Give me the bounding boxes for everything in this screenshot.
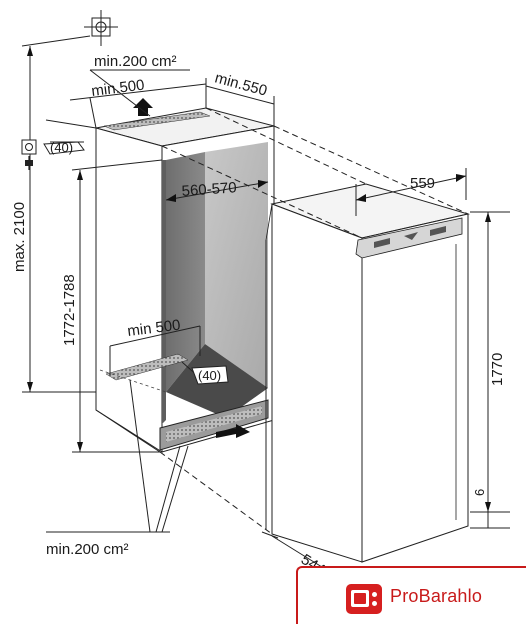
airflow-arrows bbox=[133, 98, 250, 438]
left-40-label: (40) bbox=[50, 140, 73, 155]
height-1770-label: 1770 bbox=[489, 353, 506, 386]
max-height-label: max. 2100 bbox=[11, 202, 28, 272]
crosshair-icon bbox=[84, 10, 118, 46]
watermark-text: ProBarahlo bbox=[390, 586, 483, 606]
bottom-40-label: (40) bbox=[198, 368, 221, 383]
watermark: ProBarahlo bbox=[296, 566, 526, 624]
top-depth-label: min.500 bbox=[90, 77, 145, 100]
power-socket-icon bbox=[21, 139, 37, 170]
niche-width-label: 560-570 bbox=[181, 179, 237, 200]
tv-icon bbox=[346, 584, 382, 614]
bottom-vent-label: min.200 cm² bbox=[46, 541, 129, 558]
projection-lines bbox=[159, 107, 469, 535]
gap-6-label: 6 bbox=[472, 489, 487, 496]
refrigerator-appliance bbox=[265, 183, 470, 563]
bottom-depth-label: min 500 bbox=[126, 317, 181, 340]
tag-40-bottom-box bbox=[191, 365, 229, 385]
top-vent-label: min.200 cm² bbox=[94, 53, 177, 70]
dimension-arrows bbox=[27, 46, 491, 512]
tag-40-left-box bbox=[43, 141, 85, 155]
niche-height-label: 1772-1788 bbox=[61, 274, 78, 346]
width-559-label: 559 bbox=[410, 175, 435, 192]
niche-cabinet bbox=[95, 107, 275, 453]
